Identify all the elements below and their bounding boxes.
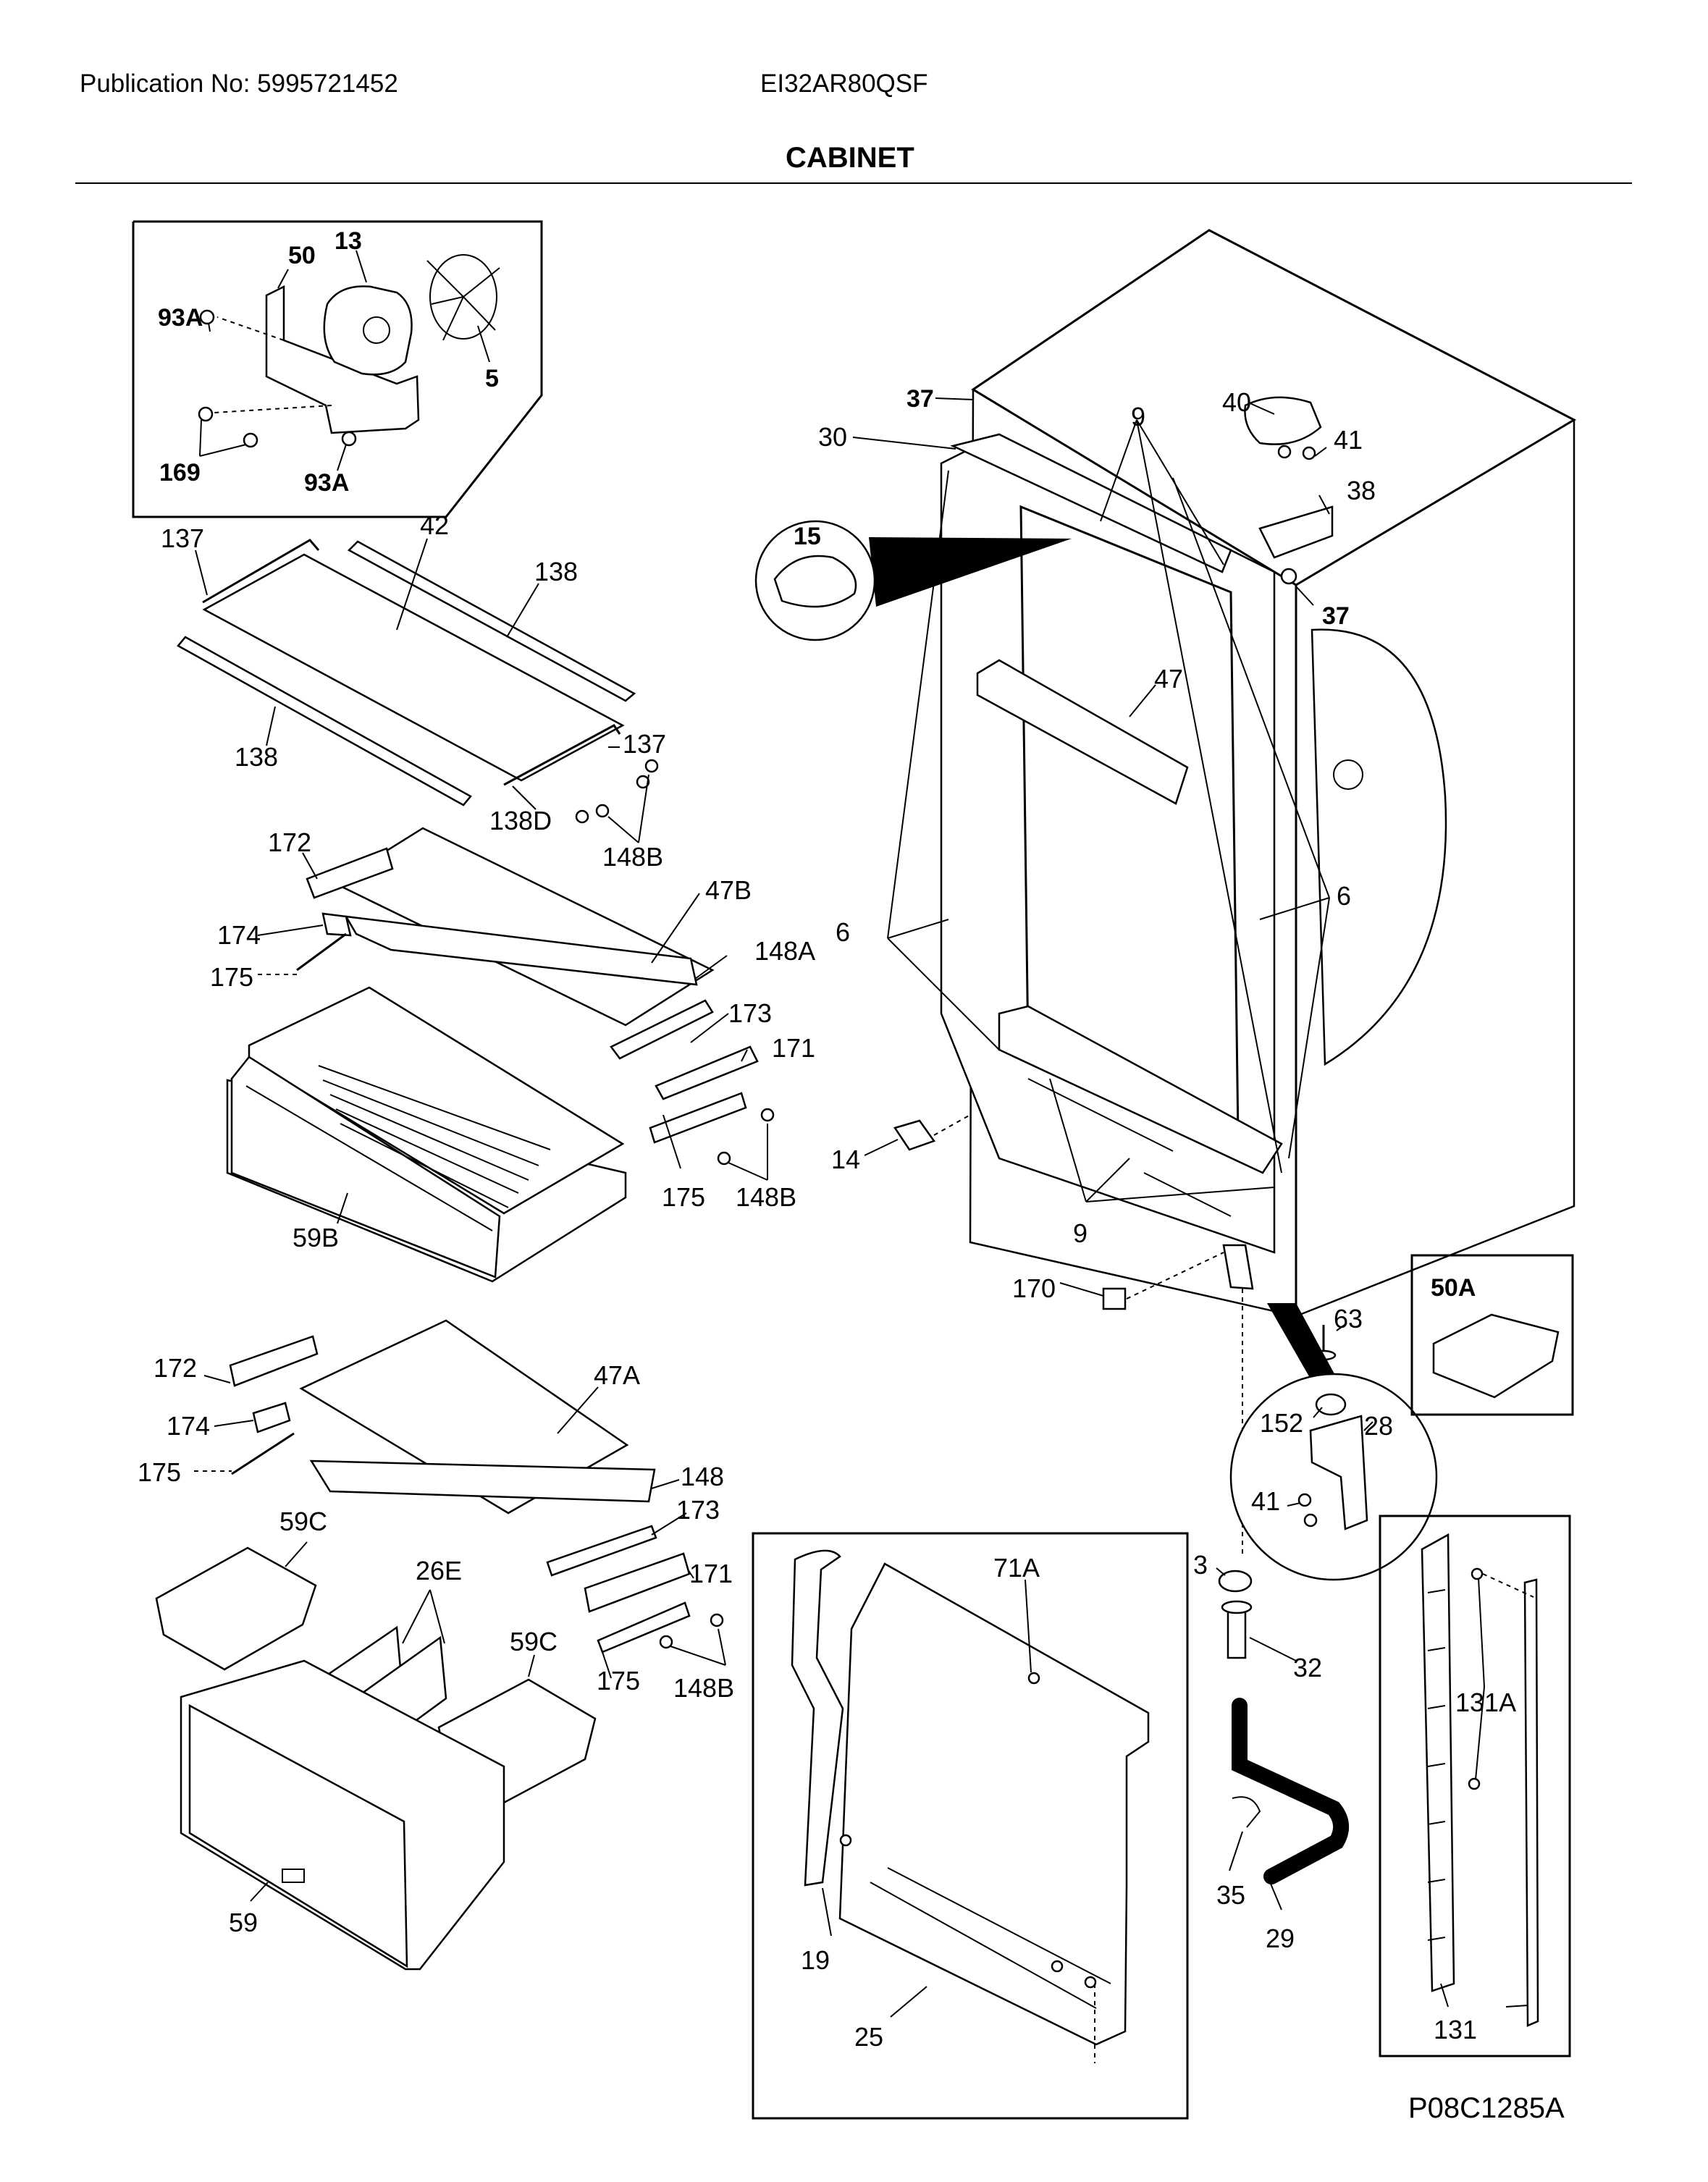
callout-5: 5 <box>485 365 499 392</box>
callout-169: 169 <box>159 459 201 486</box>
callout-148B-lower: 148B <box>673 1673 734 1703</box>
page-title: CABINET <box>786 142 914 174</box>
model-number: EI32AR80QSF <box>760 69 928 98</box>
callout-50A: 50A <box>1431 1274 1476 1302</box>
callout-47B: 47B <box>705 875 752 905</box>
callout-148B: 148B <box>602 842 663 872</box>
callout-50: 50 <box>288 242 316 269</box>
callout-41-lower: 41 <box>1251 1486 1280 1516</box>
callout-42: 42 <box>420 510 449 540</box>
callout-13: 13 <box>335 227 362 255</box>
callout-19: 19 <box>801 1945 830 1975</box>
shelf-standards-inset: 131A 131 <box>1379 1515 1571 2057</box>
callout-47: 47 <box>1154 664 1183 694</box>
callout-9: 9 <box>1131 402 1145 431</box>
callout-29: 29 <box>1266 1924 1295 1953</box>
callout-172: 172 <box>268 827 311 857</box>
callout-173: 173 <box>728 998 772 1028</box>
glass-shelf-upper: 137 42 138 138 137 138D 148B <box>161 510 666 872</box>
callout-137-right: 137 <box>623 729 666 759</box>
callout-59: 59 <box>229 1908 258 1937</box>
callout-172-lower: 172 <box>153 1353 197 1383</box>
callout-148: 148 <box>681 1462 724 1491</box>
callout-137: 137 <box>161 523 204 553</box>
callout-40: 40 <box>1222 387 1251 417</box>
callout-138D: 138D <box>489 806 552 835</box>
callout-9-lower: 9 <box>1073 1218 1088 1248</box>
callout-59B: 59B <box>293 1223 339 1252</box>
callout-30: 30 <box>818 422 847 452</box>
callout-14: 14 <box>831 1145 860 1174</box>
callout-6: 6 <box>836 917 850 947</box>
callout-131: 131 <box>1434 2015 1477 2044</box>
callout-32: 32 <box>1293 1653 1322 1682</box>
callout-47A: 47A <box>594 1360 640 1390</box>
callout-175: 175 <box>210 962 253 992</box>
cabinet-lower-parts: 14 170 50A 63 152 28 41 3 32 35 29 <box>831 1114 1574 1953</box>
callout-170: 170 <box>1012 1273 1056 1303</box>
callout-63: 63 <box>1334 1304 1363 1334</box>
callout-28: 28 <box>1364 1411 1393 1441</box>
callout-175-lower: 175 <box>138 1457 181 1487</box>
evaporator-cover-inset: 71A 19 25 <box>752 1532 1189 2120</box>
callout-59C: 59C <box>279 1507 327 1536</box>
cabinet-body: 37 30 9 40 41 38 15 37 47 6 6 9 <box>754 229 1577 1318</box>
publication-number: Publication No: 5995721452 <box>80 69 398 98</box>
callout-173-lower: 173 <box>676 1495 720 1525</box>
callout-25: 25 <box>854 2022 883 2052</box>
callout-71A: 71A <box>993 1553 1040 1583</box>
callout-148B-mid: 148B <box>736 1182 796 1212</box>
callout-152: 152 <box>1260 1408 1303 1438</box>
callout-171-lower: 171 <box>689 1559 733 1588</box>
header-divider <box>75 182 1632 184</box>
callout-37-right: 37 <box>1322 602 1350 630</box>
crisper-assembly-upper: 172 47B 174 175 148A 173 171 175 148B 59… <box>210 827 815 1283</box>
drain-hose <box>1232 1698 1349 1884</box>
callout-138-lower: 138 <box>235 742 278 772</box>
callout-138: 138 <box>534 557 578 586</box>
callout-6-right: 6 <box>1337 881 1351 911</box>
callout-175-right: 175 <box>662 1182 705 1212</box>
figure-code: P08C1285A <box>1408 2092 1565 2124</box>
callout-37: 37 <box>906 385 934 413</box>
fan-motor-inset: 50 13 93A 5 169 93A <box>132 220 543 518</box>
callout-41: 41 <box>1334 425 1363 455</box>
callout-35: 35 <box>1216 1880 1245 1910</box>
callout-38: 38 <box>1347 476 1376 505</box>
callout-93A: 93A <box>158 304 203 332</box>
callout-175-lower-right: 175 <box>597 1666 640 1696</box>
callout-3: 3 <box>1193 1550 1208 1580</box>
callout-26E: 26E <box>416 1556 462 1585</box>
crisper-assembly-lower: 172 47A 174 175 148 59C 173 26E 171 59C … <box>138 1319 734 1971</box>
callout-131A: 131A <box>1455 1688 1516 1717</box>
callout-174-lower: 174 <box>167 1411 210 1441</box>
callout-171: 171 <box>772 1033 815 1063</box>
callout-148A: 148A <box>754 936 815 966</box>
callout-174: 174 <box>217 920 261 950</box>
callout-15: 15 <box>794 523 821 550</box>
callout-59C-right: 59C <box>510 1627 558 1656</box>
callout-93A-lower: 93A <box>304 469 349 497</box>
callout-15-pointer <box>869 537 1072 607</box>
